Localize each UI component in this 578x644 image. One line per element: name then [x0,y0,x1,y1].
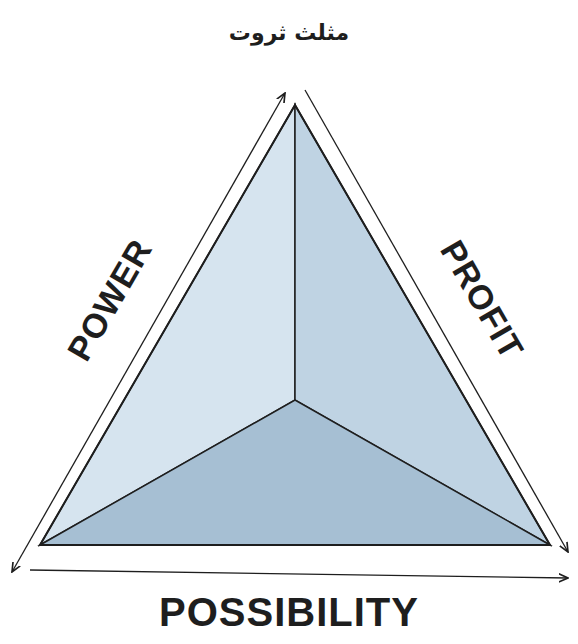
side-label: POSSIBILITY [159,590,419,635]
side-arrow [30,570,568,578]
bottom-facet [40,400,550,545]
triangle-outline [40,105,550,545]
diagram-title: مثلث ثروت [229,20,349,45]
side-arrow [305,90,568,552]
side-label: PROFIT [432,234,531,367]
side-arrow [12,93,285,572]
side-label: POWER [60,232,161,367]
